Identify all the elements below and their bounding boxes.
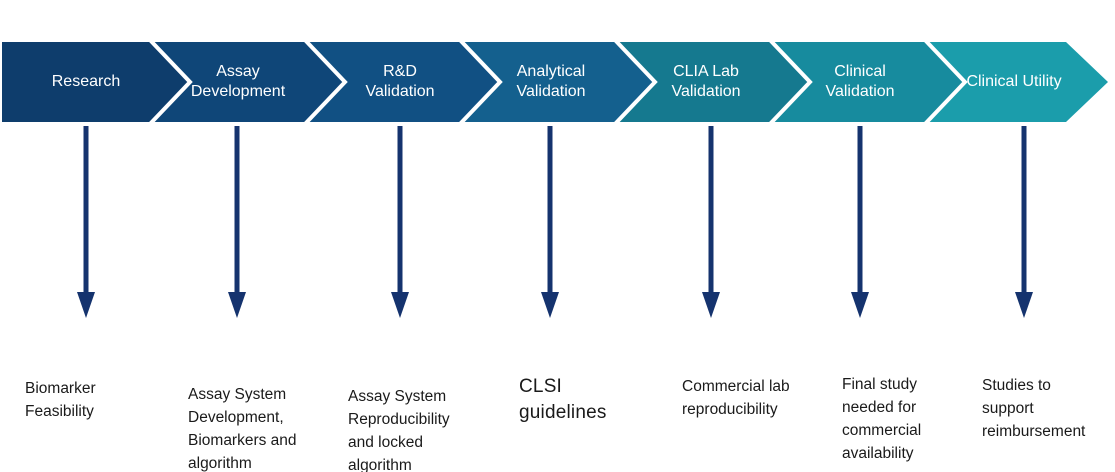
chevron-separator: [149, 42, 193, 122]
chevron-separator: [614, 42, 658, 122]
stage-chevron-research: [2, 42, 190, 122]
chevron-separator: [769, 42, 813, 122]
stage-description-clinical-utility: Studies to support reimbursement: [982, 377, 1086, 440]
stage-description-clia-lab-validation: Commercial lab reproducibility: [682, 378, 790, 418]
stage-description-rd-validation: Assay System Reproducibility and locked …: [348, 388, 450, 472]
chevron-separator: [304, 42, 348, 122]
stage-chevron-assay-development: [150, 42, 345, 122]
stage-description-research: Biomarker Feasibility: [25, 380, 96, 420]
stage-description-clinical-validation: Final study needed for commercial availa…: [842, 376, 922, 462]
stage-chevron-clinical-validation: [770, 42, 965, 122]
down-arrows: [77, 126, 1033, 318]
down-arrow: [1015, 126, 1033, 318]
stage-chevron-clinical-utility: [925, 42, 1108, 122]
down-arrow: [851, 126, 869, 318]
stage-chevron-analytical-validation: [460, 42, 655, 122]
stage-description-assay-development: Assay System Development, Biomarkers and…: [188, 386, 297, 472]
down-arrow: [228, 126, 246, 318]
down-arrow: [702, 126, 720, 318]
stage-description-analytical-validation: CLSI guidelines: [519, 376, 607, 423]
chevron-separator: [459, 42, 503, 122]
down-arrow: [77, 126, 95, 318]
down-arrow: [391, 126, 409, 318]
stage-chevron-rd-validation: [305, 42, 500, 122]
down-arrow: [541, 126, 559, 318]
chevron-separator: [924, 42, 968, 122]
chevron-bar: [2, 42, 1108, 122]
stage-chevron-clia-lab-validation: [615, 42, 810, 122]
